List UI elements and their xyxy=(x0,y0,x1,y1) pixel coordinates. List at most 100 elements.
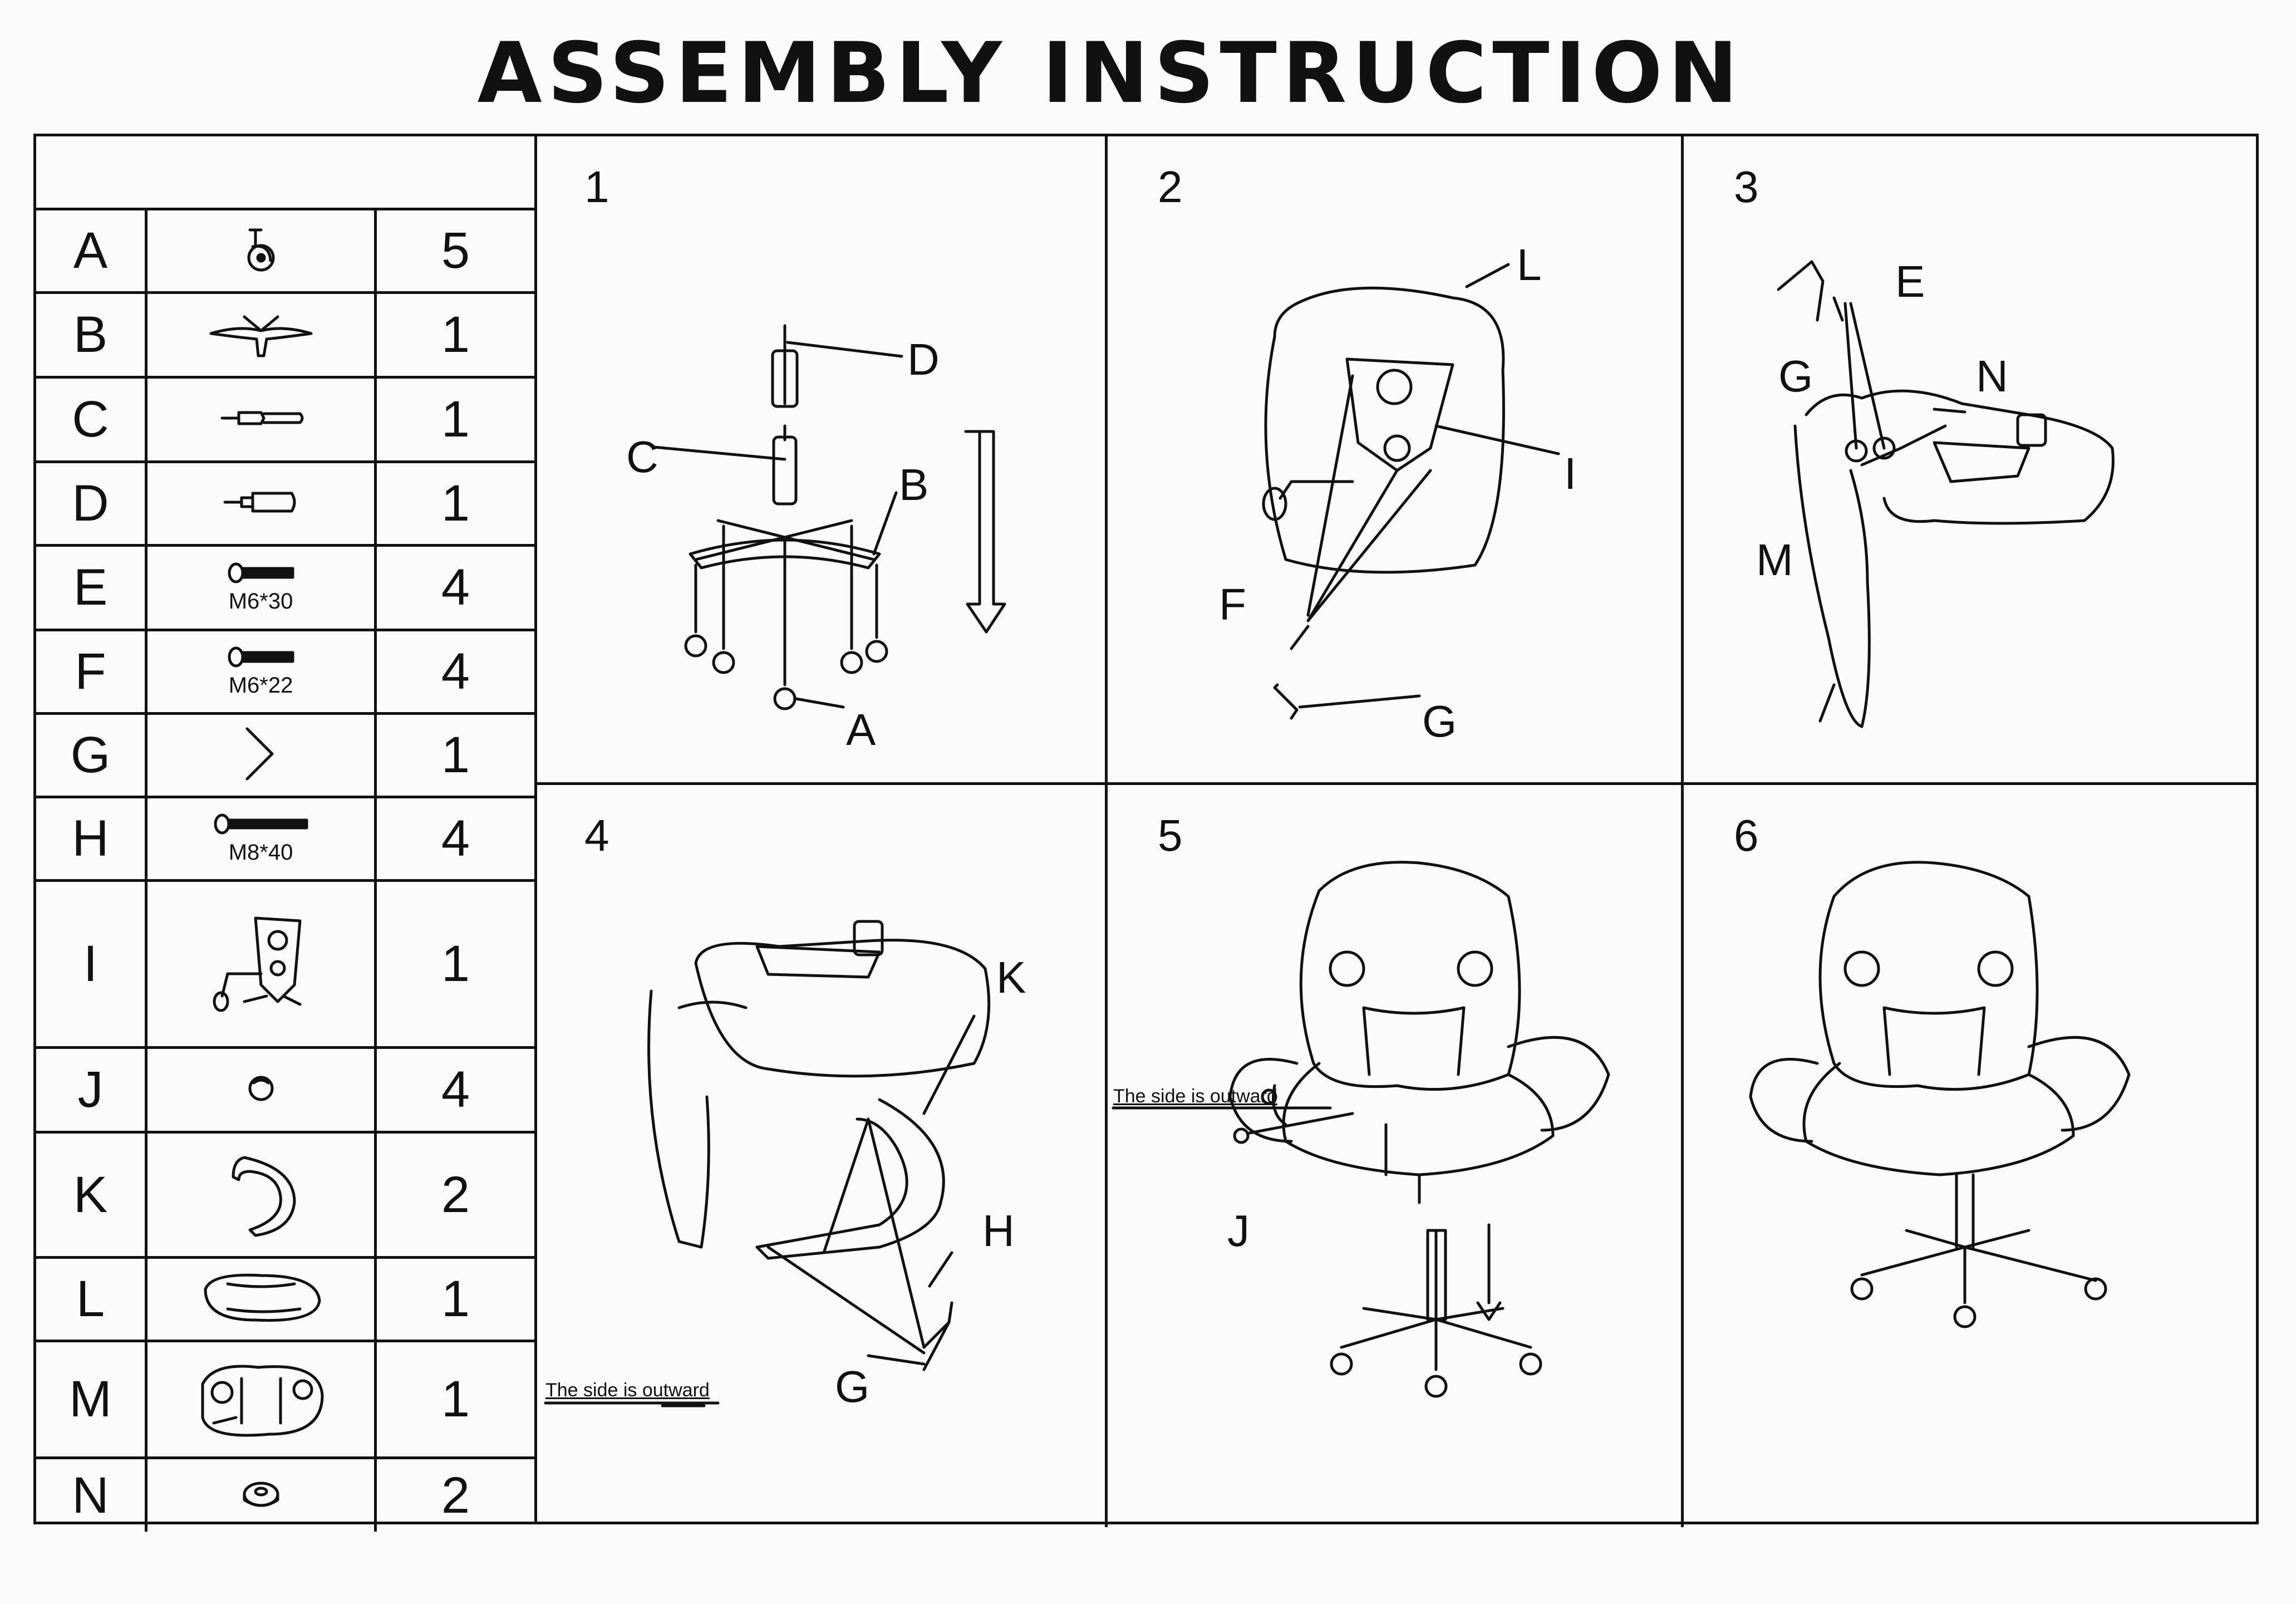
part-letter: L xyxy=(36,1259,148,1340)
step-6-panel: 6 xyxy=(1684,785,2259,1527)
part-letter: C xyxy=(36,379,148,460)
armrest-attach-drawing xyxy=(544,920,991,1407)
part-image xyxy=(148,1134,377,1256)
step-4-panel: 4 The side is outward K H G xyxy=(534,785,1108,1527)
bolt-icon xyxy=(225,646,297,671)
label-a: A xyxy=(846,705,876,754)
part-quantity: 5 xyxy=(441,222,470,279)
washer-icon xyxy=(236,1475,286,1517)
step-number: 1 xyxy=(584,162,609,212)
step-2-panel: 2 L I F G xyxy=(1108,136,1684,785)
part-letter: I xyxy=(36,882,148,1046)
part-image xyxy=(148,1459,377,1532)
part-row-f: F M6*22 4 xyxy=(36,631,534,715)
step-number: 5 xyxy=(1158,811,1183,860)
label-f: F xyxy=(1219,580,1246,629)
part-image xyxy=(148,1259,377,1340)
label-i: I xyxy=(1564,449,1577,498)
part-letter: N xyxy=(36,1459,148,1532)
step-1-panel: 1 D C B A xyxy=(534,136,1108,785)
part-spec: M6*22 xyxy=(228,673,293,698)
part-quantity: 4 xyxy=(441,1061,470,1118)
gas-lift-icon xyxy=(217,401,306,438)
caster-icon xyxy=(230,222,292,280)
step-number: 2 xyxy=(1158,162,1183,212)
part-image xyxy=(148,210,377,291)
step-3-panel: 3 G E N M xyxy=(1684,136,2259,785)
parts-list-header xyxy=(36,136,534,210)
part-quantity: 1 xyxy=(441,1371,470,1428)
part-image xyxy=(148,715,377,796)
label-h: H xyxy=(982,1206,1015,1255)
label-g: G xyxy=(835,1362,870,1411)
part-quantity: 1 xyxy=(441,391,470,448)
label-n: N xyxy=(1976,351,2008,401)
base-assembly-drawing xyxy=(652,324,1006,710)
part-quantity: 1 xyxy=(441,475,470,532)
part-letter: E xyxy=(36,547,148,629)
part-letter: H xyxy=(36,798,148,879)
part-letter: M xyxy=(36,1342,148,1456)
armrest-icon xyxy=(217,1146,306,1244)
part-image xyxy=(148,1049,377,1131)
long-bolt-icon xyxy=(211,813,311,838)
page-title: ASSEMBLY INSTRUCTION xyxy=(477,25,1744,122)
seat-icon xyxy=(194,1267,328,1331)
seat-mechanism-drawing xyxy=(1262,263,1560,720)
part-quantity: 1 xyxy=(441,727,470,783)
note-side-outward: The side is outward xyxy=(1113,1086,1277,1107)
part-quantity: 2 xyxy=(441,1466,470,1524)
label-g: G xyxy=(1778,351,1813,401)
part-letter: A xyxy=(36,210,148,291)
part-image: M8*40 xyxy=(148,798,377,879)
part-spec: M6*30 xyxy=(228,588,293,614)
part-quantity: 1 xyxy=(441,935,470,992)
part-letter: F xyxy=(36,631,148,712)
finished-chair-drawing xyxy=(1749,861,2131,1328)
label-b: B xyxy=(899,460,929,509)
part-image xyxy=(148,463,377,544)
label-l: L xyxy=(1517,240,1542,290)
part-quantity: 4 xyxy=(441,643,470,700)
tilt-mechanism-icon xyxy=(205,907,317,1021)
part-letter: G xyxy=(36,715,148,796)
bolt-icon xyxy=(225,562,297,587)
step-number: 6 xyxy=(1734,811,1759,860)
label-m: M xyxy=(1756,535,1793,585)
label-j: J xyxy=(1227,1206,1250,1255)
step-number: 4 xyxy=(584,811,609,860)
step-5-panel: 5 The side is outward J xyxy=(1108,785,1684,1527)
part-image: M6*30 xyxy=(148,547,377,629)
label-d: D xyxy=(907,335,940,384)
label-k: K xyxy=(996,953,1026,1002)
label-c: C xyxy=(626,432,658,482)
part-image: M6*22 xyxy=(148,631,377,712)
label-e: E xyxy=(1895,257,1925,306)
backrest-icon xyxy=(191,1351,331,1448)
part-quantity: 1 xyxy=(441,306,470,363)
part-image xyxy=(148,882,377,1046)
part-letter: J xyxy=(36,1049,148,1131)
part-quantity: 1 xyxy=(441,1271,470,1327)
star-base-icon xyxy=(205,308,317,361)
cap-icon xyxy=(242,1069,281,1111)
part-image xyxy=(148,294,377,376)
part-letter: K xyxy=(36,1134,148,1256)
backrest-attach-drawing xyxy=(1777,260,2115,728)
part-quantity: 2 xyxy=(441,1166,470,1223)
chair-on-base-drawing xyxy=(1112,861,1610,1398)
part-spec: M8*40 xyxy=(228,840,293,865)
